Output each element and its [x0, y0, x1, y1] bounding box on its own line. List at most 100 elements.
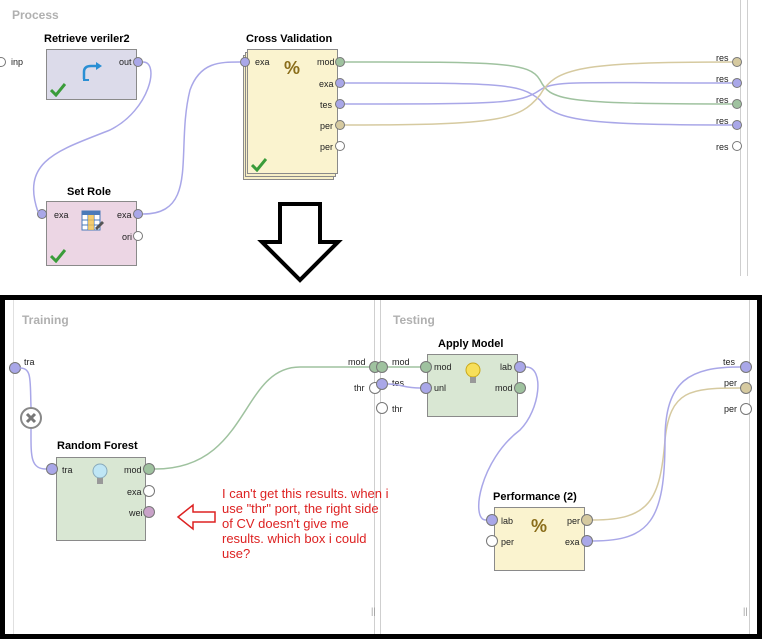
cv-mod-port[interactable]: [335, 57, 345, 67]
rf-tra-port[interactable]: [46, 463, 58, 475]
res-port-4[interactable]: [732, 120, 742, 130]
res-label-3: res: [716, 95, 729, 105]
cv-per2-port[interactable]: [335, 141, 345, 151]
retrieve-out-label: out: [119, 57, 132, 67]
table-edit-icon: [81, 210, 105, 237]
disconnect-icon[interactable]: [20, 407, 42, 429]
res-port-2[interactable]: [732, 78, 742, 88]
setrole-check-icon: [49, 249, 67, 268]
apply-lab-out-port[interactable]: [514, 361, 526, 373]
cv-per2-label: per: [320, 142, 334, 152]
testing-out-tes-port[interactable]: [740, 361, 752, 373]
footer-mark-left: ||: [371, 606, 376, 616]
apply-lab-label: lab: [500, 362, 513, 372]
res-label-1: res: [716, 53, 729, 63]
apply-operator-name: Apply Model: [438, 338, 504, 350]
panel-divider-left: [374, 300, 375, 634]
top-wires: [32, 61, 733, 215]
bottom-subprocess-panel: [0, 295, 762, 639]
process-title: Process: [12, 8, 59, 22]
retrieve-out-port[interactable]: [133, 57, 143, 67]
testing-out-tes-label: tes: [723, 357, 736, 367]
apply-operator[interactable]: mod unl lab mod: [427, 354, 518, 417]
perf-per-out-port[interactable]: [581, 514, 593, 526]
rf-operator-name: Random Forest: [57, 440, 138, 452]
apply-mod-out-port[interactable]: [514, 382, 526, 394]
inp-port-label: inp: [11, 57, 24, 67]
cv-per-port[interactable]: [335, 120, 345, 130]
top-process-panel: Process inp Retrieve veriler2 out Set Ro…: [0, 0, 762, 276]
testing-out-per2-port[interactable]: [740, 403, 752, 415]
res-label-5: res: [716, 142, 729, 152]
perf-exa-out-label: exa: [565, 537, 580, 547]
apply-lightbulb-icon: [465, 362, 481, 391]
training-thr-label: thr: [354, 383, 365, 393]
retrieve-check-icon: [49, 83, 67, 102]
panel-divider-far-right: [749, 300, 750, 634]
testing-mod-in-label: mod: [392, 357, 410, 367]
cv-operator[interactable]: % exa mod exa tes per per: [247, 49, 338, 174]
perf-per-in-label: per: [501, 537, 515, 547]
retrieve-operator-name: Retrieve veriler2: [44, 33, 130, 45]
setrole-exa-out-label: exa: [117, 210, 132, 220]
testing-tes-in-label: tes: [392, 378, 405, 388]
apply-mod-label: mod: [434, 362, 452, 372]
retrieve-arrow-icon: [81, 60, 105, 87]
perf-percent-icon: %: [531, 516, 548, 536]
cv-tes-label: tes: [320, 100, 333, 110]
rf-exa-port[interactable]: [143, 485, 155, 497]
rf-exa-label: exa: [127, 487, 142, 497]
res-port-1[interactable]: [732, 57, 742, 67]
setrole-ori-port[interactable]: [133, 231, 143, 241]
res-label-4: res: [716, 116, 729, 126]
perf-lab-label: lab: [501, 516, 514, 526]
rf-mod-port[interactable]: [143, 463, 155, 475]
rf-tra-label: tra: [62, 465, 73, 475]
perf-per-out-label: per: [567, 516, 581, 526]
cv-tes-port[interactable]: [335, 99, 345, 109]
cv-exa-in-port[interactable]: [240, 57, 250, 67]
testing-tes-in-port[interactable]: [376, 378, 388, 390]
testing-thr-in-port[interactable]: [376, 402, 388, 414]
rf-wei-port[interactable]: [143, 506, 155, 518]
perf-exa-out-port[interactable]: [581, 535, 593, 547]
footer-mark-right: ||: [743, 606, 748, 616]
top-right-divider-2: [747, 0, 748, 276]
perf-lab-in-port[interactable]: [486, 514, 498, 526]
percent-icon: %: [284, 58, 301, 78]
rf-operator[interactable]: tra mod exa wei: [56, 457, 146, 541]
apply-unl-in-port[interactable]: [420, 382, 432, 394]
testing-mod-in-port[interactable]: [376, 361, 388, 373]
apply-mod-out-label: mod: [495, 383, 513, 393]
setrole-exa-in-port[interactable]: [37, 209, 47, 219]
perf-per-in-port[interactable]: [486, 535, 498, 547]
res-label-2: res: [716, 74, 729, 84]
apply-mod-in-port[interactable]: [420, 361, 432, 373]
testing-thr-in-label: thr: [392, 404, 403, 414]
testing-out-per1-label: per: [724, 378, 738, 388]
res-port-3[interactable]: [732, 99, 742, 109]
annotation-text: I can't get this results. when i use "th…: [222, 486, 389, 561]
cv-exa-port[interactable]: [335, 78, 345, 88]
training-tra-label: tra: [24, 357, 35, 367]
retrieve-operator[interactable]: out: [46, 49, 137, 100]
cv-exa-label: exa: [319, 79, 334, 89]
cv-operator-name: Cross Validation: [246, 33, 333, 45]
res-port-5[interactable]: [732, 141, 742, 151]
training-title: Training: [22, 313, 69, 327]
top-right-divider: [740, 0, 741, 276]
testing-out-per1-port[interactable]: [740, 382, 752, 394]
setrole-operator[interactable]: exa exa ori: [46, 201, 137, 266]
cv-mod-label: mod: [317, 57, 335, 67]
inp-port[interactable]: [0, 57, 6, 67]
rf-wei-label: wei: [129, 508, 143, 518]
cv-exa-in-label: exa: [255, 57, 270, 67]
apply-unl-label: unl: [434, 383, 447, 393]
down-arrow-icon: [257, 202, 343, 283]
left-panel-left-border: [13, 300, 14, 634]
setrole-exa-out-port[interactable]: [133, 209, 143, 219]
perf-operator-name: Performance (2): [493, 491, 577, 503]
testing-title: Testing: [393, 313, 435, 327]
